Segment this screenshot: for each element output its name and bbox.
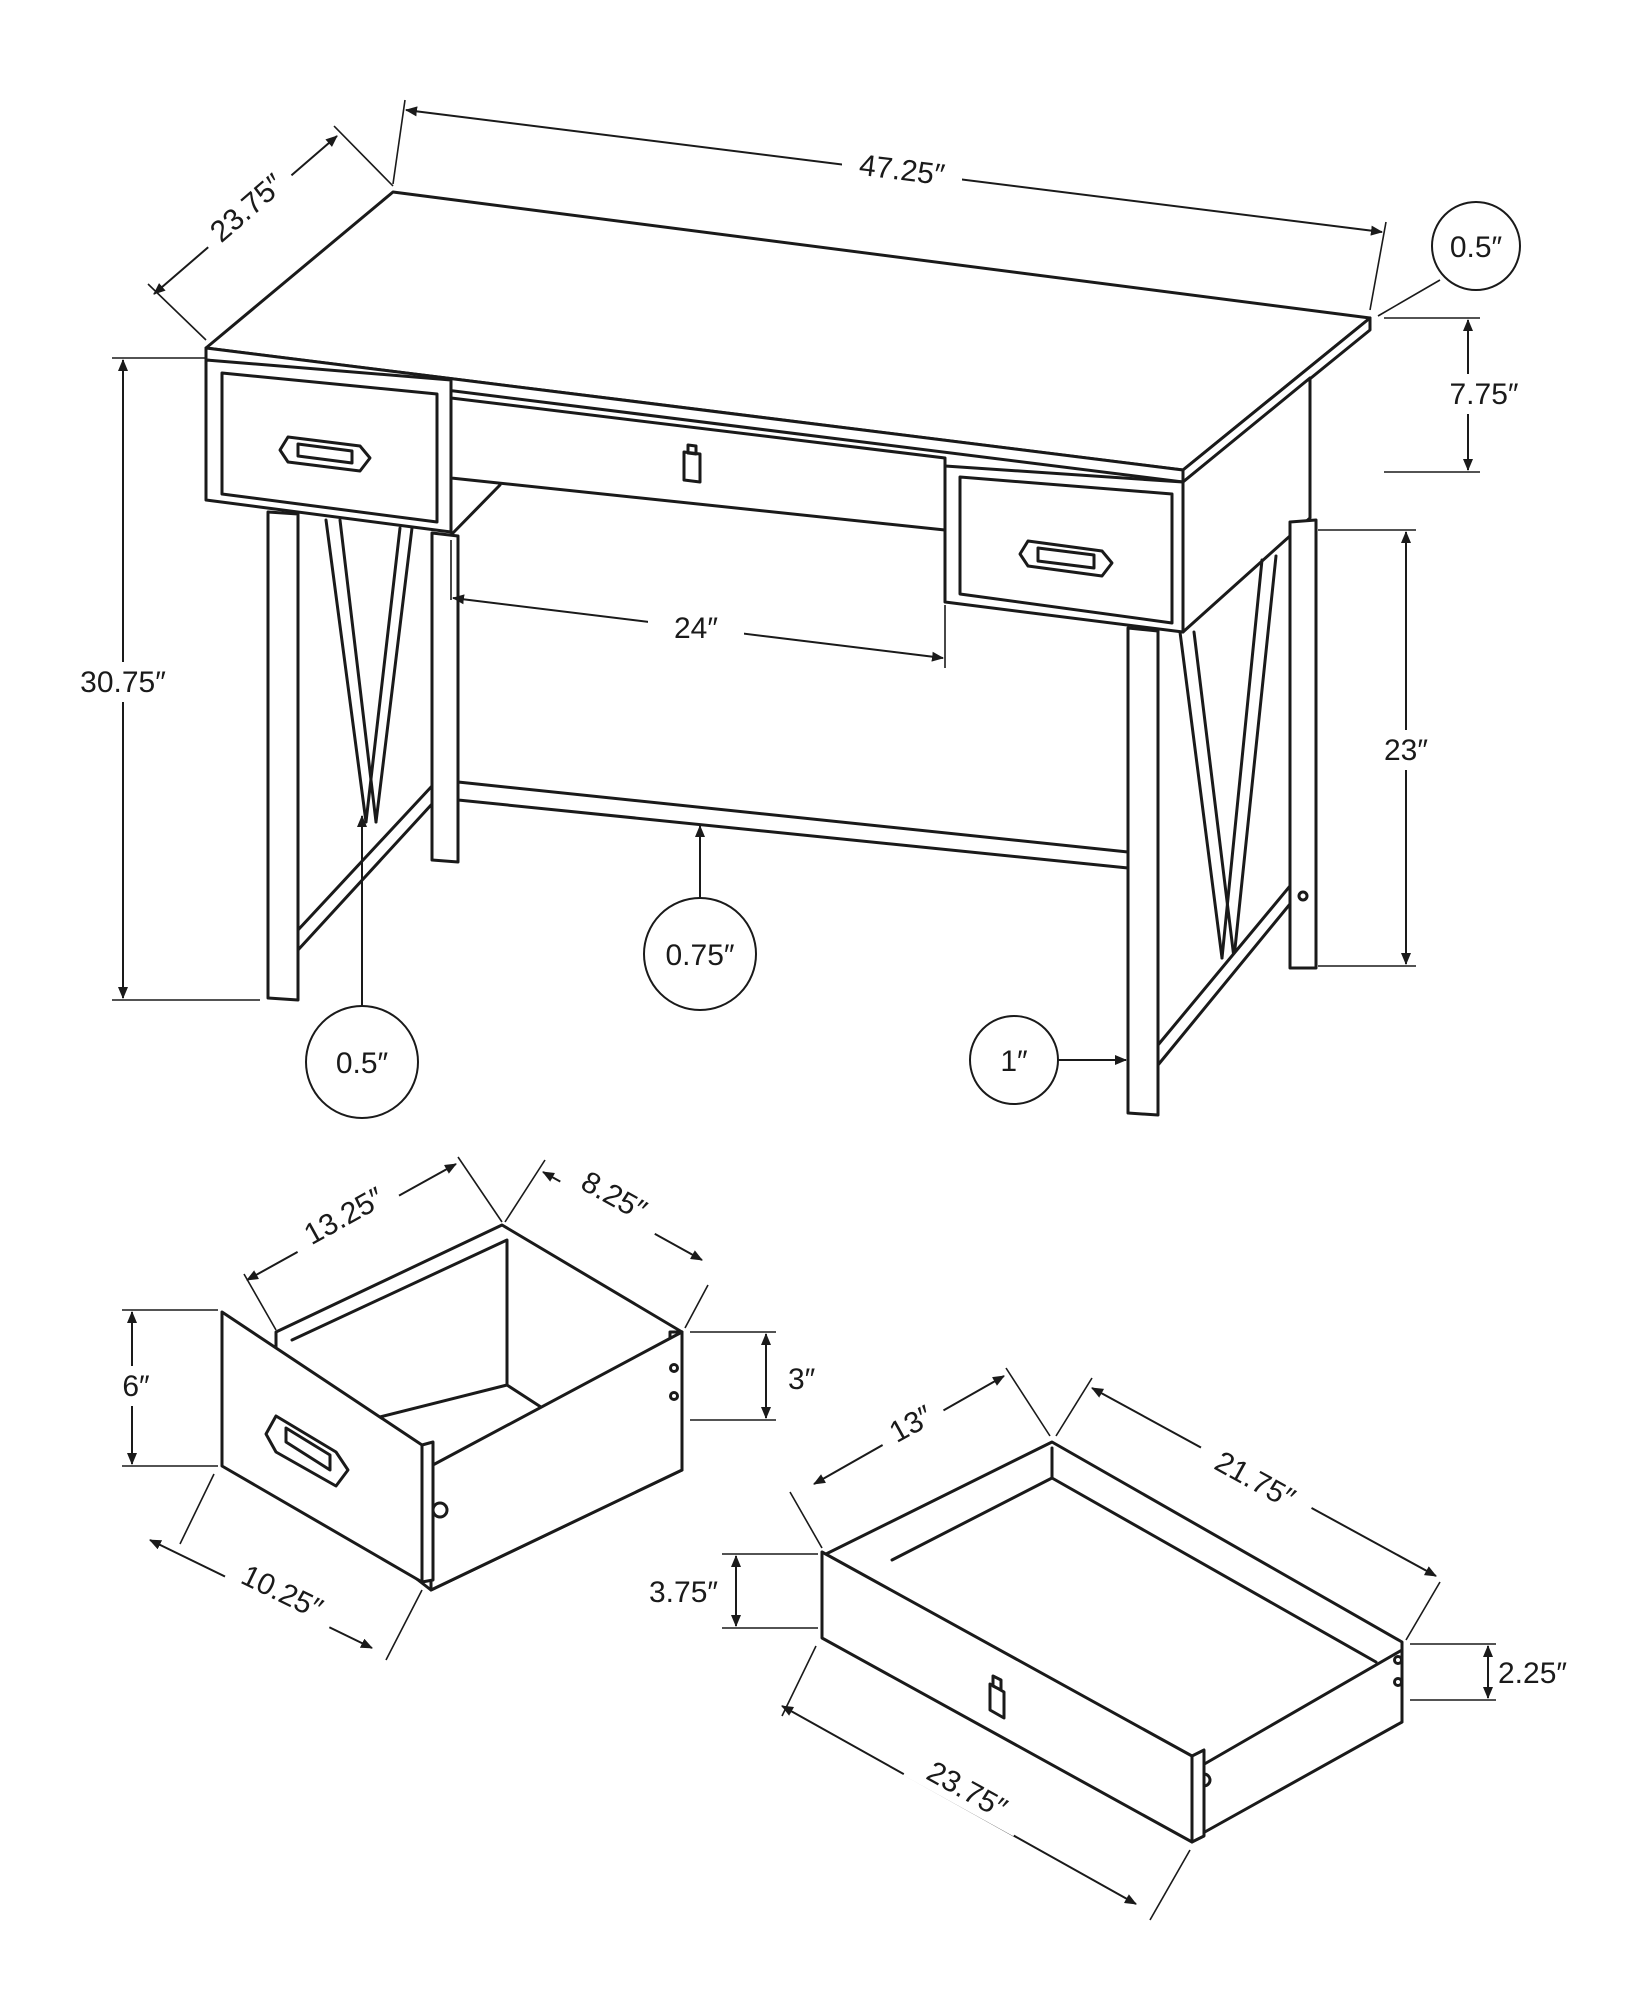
side-drawer-inner-back xyxy=(290,1238,509,1387)
callout-brace xyxy=(305,1005,419,1119)
label-knee: 24″ xyxy=(674,612,718,645)
callout-stretcher xyxy=(643,897,757,1011)
label-top-thickness: 0.5″ xyxy=(1450,231,1503,264)
left-v-brace-b xyxy=(364,526,414,824)
label-stretcher: 0.75″ xyxy=(665,939,734,972)
label-leg: 1″ xyxy=(1000,1045,1028,1078)
left-front-leg xyxy=(266,510,300,1002)
desk-illustration xyxy=(204,190,1372,1117)
center-drawer-bolt-a xyxy=(1393,1655,1403,1665)
side-drawer-handle xyxy=(264,1414,350,1488)
right-leg-bolt xyxy=(1297,890,1309,902)
callout-leg xyxy=(969,1015,1059,1105)
label-center-front-width: 23.75″ xyxy=(921,1755,1012,1826)
left-drawer-handle xyxy=(278,435,372,473)
right-v-brace-b xyxy=(1220,554,1278,960)
callout-leader-top xyxy=(1377,279,1441,317)
label-center-front: 3.75″ xyxy=(649,1576,718,1609)
left-side-stretcher xyxy=(296,784,434,952)
left-v-brace-a xyxy=(324,518,378,824)
label-center-box: 2.25″ xyxy=(1498,1657,1567,1690)
center-drawer-illustration xyxy=(820,1440,1404,1844)
right-back-leg xyxy=(1288,518,1318,970)
side-drawer-illustration xyxy=(220,1223,684,1592)
label-brace: 0.5″ xyxy=(336,1047,389,1080)
callout-top-thickness xyxy=(1431,201,1521,291)
right-apron-side xyxy=(1181,376,1312,634)
back-stretcher xyxy=(456,780,1130,870)
right-drawer-handle xyxy=(1018,539,1114,578)
side-drawer-front-edge xyxy=(420,1440,435,1584)
side-drawer-bolt-b xyxy=(669,1391,679,1401)
center-drawer-bolt-b xyxy=(1393,1677,1403,1687)
label-side-front-width: 10.25″ xyxy=(236,1559,328,1626)
label-depth: 23.75″ xyxy=(204,168,291,249)
label-side-depth: 8.25″ xyxy=(576,1165,653,1228)
right-side-stretcher xyxy=(1156,884,1292,1067)
knee-space-back xyxy=(449,483,502,537)
center-drawer-lock xyxy=(682,443,702,484)
label-clearance: 23″ xyxy=(1384,734,1428,767)
label-side-box: 3″ xyxy=(788,1363,816,1396)
side-drawer-bolt-a xyxy=(669,1363,679,1373)
desk-top-side-edge xyxy=(1181,316,1372,484)
right-front-leg xyxy=(1126,626,1160,1117)
left-back-leg xyxy=(430,531,460,864)
center-drawer-front-edge xyxy=(1190,1748,1206,1844)
label-center-depth: 21.75″ xyxy=(1209,1445,1300,1516)
label-height: 30.75″ xyxy=(80,666,166,699)
label-side-front: 6″ xyxy=(122,1370,150,1403)
label-side-width: 13.25″ xyxy=(299,1181,390,1252)
label-apron: 7.75″ xyxy=(1449,378,1518,411)
